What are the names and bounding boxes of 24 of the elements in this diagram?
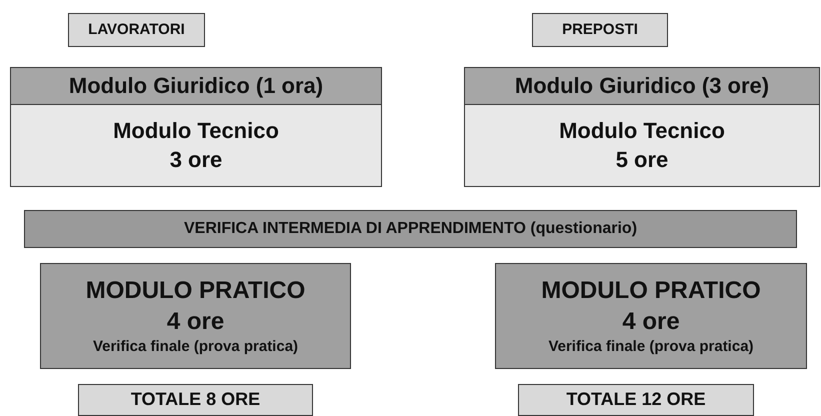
module-box [518, 384, 754, 416]
module-box [78, 384, 313, 416]
module-title: MODULO PRATICO 4 ore [84, 276, 306, 338]
module-box [464, 104, 820, 187]
module-note: Verifica finale (prova pratica) [548, 337, 754, 357]
module-title: Modulo Giuridico (3 ore) [514, 72, 770, 100]
module-title: Modulo Tecnico 3 ore [112, 116, 280, 174]
module-box [10, 67, 382, 105]
module-note: Verifica finale (prova pratica) [92, 337, 298, 357]
module-title: LAVORATORI [88, 20, 185, 40]
module-box [40, 263, 351, 369]
module-title: Modulo Giuridico (1 ora) [68, 72, 324, 100]
module-box [532, 13, 668, 47]
module-title: VERIFICA INTERMEDIA DI APPRENDIMENTO (questionario) [184, 218, 638, 239]
module-box [10, 104, 382, 187]
module-title: TOTALE 12 ORE [566, 388, 706, 412]
module-box [495, 263, 807, 369]
module-title: MODULO PRATICO 4 ore [540, 276, 762, 338]
module-title: PREPOSTI [562, 20, 638, 40]
module-title: TOTALE 8 ORE [130, 388, 260, 412]
module-title: Modulo Tecnico 5 ore [558, 116, 726, 174]
module-box [68, 13, 205, 47]
module-box [464, 67, 820, 105]
module-box [24, 210, 797, 248]
